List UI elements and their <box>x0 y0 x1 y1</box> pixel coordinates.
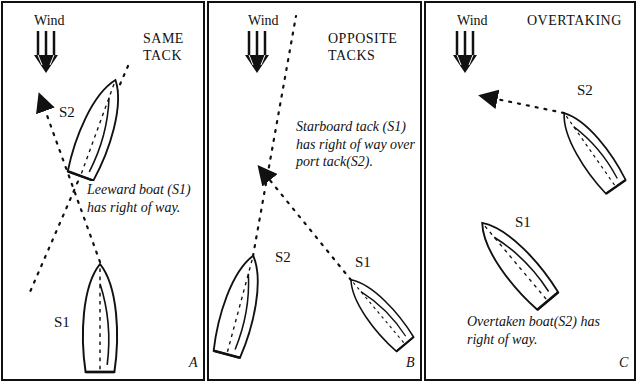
sailboat <box>470 213 560 312</box>
course-line <box>482 96 564 113</box>
tack-heading: OPPOSITE TACKS <box>327 31 417 65</box>
course-line <box>260 168 351 280</box>
wind-label: Wind <box>33 13 66 30</box>
sailboat <box>65 75 130 182</box>
rule-panel: WindSAME TACK S2Leeward boat (S1) has rig… <box>1 1 205 381</box>
boat-label: S2 <box>576 81 594 99</box>
sailboat <box>341 271 415 352</box>
course-line <box>253 16 296 256</box>
sailboat <box>211 252 269 359</box>
boat-label: S1 <box>354 253 372 271</box>
boat-label: S2 <box>58 103 76 121</box>
sailboat <box>553 105 628 195</box>
tack-heading: SAME TACK <box>142 31 200 65</box>
panel-letter: C <box>618 355 629 372</box>
rule-panel: WindOPPOSITE TACKS Starboard tack (S1) ha… <box>207 1 422 381</box>
panel-letter: A <box>188 355 199 372</box>
rule-note: Leeward boat (S1) has right of way. <box>86 181 200 216</box>
wind-label: Wind <box>247 13 280 30</box>
wind-arrow <box>453 31 477 73</box>
rule-note: Starboard tack (S1) has right of way ove… <box>295 118 417 171</box>
wind-label: Wind <box>456 13 489 30</box>
tack-heading: OVERTAKING <box>526 13 623 30</box>
rule-note: Overtaken boat(S2) has right of way. <box>466 313 620 348</box>
wind-arrow <box>34 31 58 73</box>
boat-label: S1 <box>514 213 532 231</box>
sailboat <box>83 264 117 372</box>
rule-panel: Wind OVERTAKING S2S1Overtaken boat(S2) has… <box>424 1 636 381</box>
wind-arrow <box>245 31 269 73</box>
panel-letter: B <box>405 355 416 372</box>
boat-label: S2 <box>274 248 292 266</box>
boat-label: S1 <box>53 313 71 331</box>
